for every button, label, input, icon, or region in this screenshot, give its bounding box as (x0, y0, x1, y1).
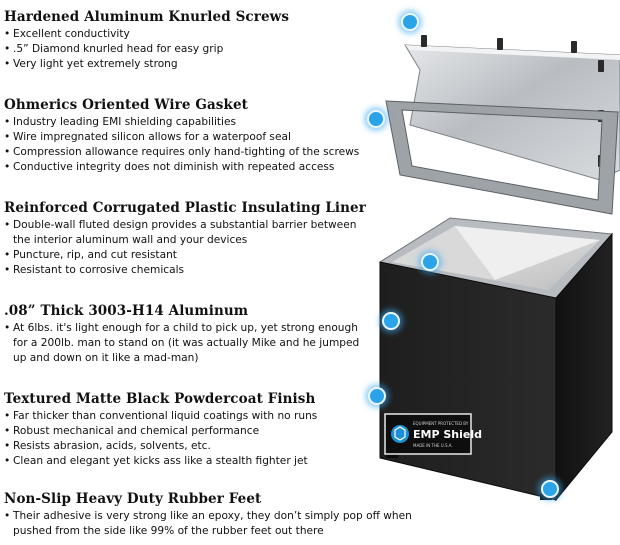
badge-brand-text: EMP Shield (413, 428, 482, 441)
badge-top-text: EQUIPMENT PROTECTED BY (413, 421, 469, 426)
feature-bullet: Excellent conductivity (4, 27, 424, 42)
feature-bullet: Puncture, rip, and cut resistant (4, 248, 369, 263)
feature-title: Hardened Aluminum Knurled Screws (4, 9, 290, 25)
feature-screws: Hardened Aluminum Knurled Screws Excelle… (4, 9, 424, 72)
feature-bullet: Conductive integrity does not diminish w… (4, 160, 424, 175)
feature-bullet: Wire impregnated silicon allows for a wa… (4, 130, 424, 145)
feature-title: Reinforced Corrugated Plastic Insulating… (4, 200, 366, 216)
callout-dot-powdercoat (368, 387, 386, 405)
feature-bullet: Their adhesive is very strong like an ep… (4, 509, 444, 539)
callout-dot-feet (541, 480, 559, 498)
feature-title: .08” Thick 3003-H14 Aluminum (4, 303, 249, 319)
black-box (378, 217, 614, 502)
callout-dot-liner (421, 253, 439, 271)
feature-bullet: Resistant to corrosive chemicals (4, 263, 369, 278)
feature-aluminum: .08” Thick 3003-H14 Aluminum At 6lbs. it… (4, 303, 364, 366)
feature-title: Non-Slip Heavy Duty Rubber Feet (4, 491, 262, 507)
feature-bullet: .5” Diamond knurled head for easy grip (4, 42, 424, 57)
feature-bullet: At 6lbs. it's light enough for a child t… (4, 321, 364, 366)
feature-gasket: Ohmerics Oriented Wire Gasket Industry l… (4, 97, 424, 175)
badge-bottom-text: MADE IN THE U.S.A. (413, 443, 453, 448)
feature-powdercoat: Textured Matte Black Powdercoat Finish F… (4, 391, 369, 469)
feature-bullet: Robust mechanical and chemical performan… (4, 424, 369, 439)
feature-bullet: Far thicker than conventional liquid coa… (4, 409, 369, 424)
feature-liner: Reinforced Corrugated Plastic Insulating… (4, 200, 369, 278)
feature-title: Ohmerics Oriented Wire Gasket (4, 97, 248, 113)
feature-bullet: Industry leading EMI shielding capabilit… (4, 115, 424, 130)
feature-bullet: Resists abrasion, acids, solvents, etc. (4, 439, 369, 454)
feature-bullet: Very light yet extremely strong (4, 57, 424, 72)
feature-feet: Non-Slip Heavy Duty Rubber Feet Their ad… (4, 491, 444, 539)
feature-bullet: Double-wall fluted design provides a sub… (4, 218, 369, 248)
emp-shield-badge: EQUIPMENT PROTECTED BY EMP Shield MADE I… (384, 413, 482, 455)
callout-dot-aluminum (382, 312, 400, 330)
feature-title: Textured Matte Black Powdercoat Finish (4, 391, 316, 407)
feature-bullet: Clean and elegant yet kicks ass like a s… (4, 454, 369, 469)
feature-bullet: Compression allowance requires only hand… (4, 145, 424, 160)
